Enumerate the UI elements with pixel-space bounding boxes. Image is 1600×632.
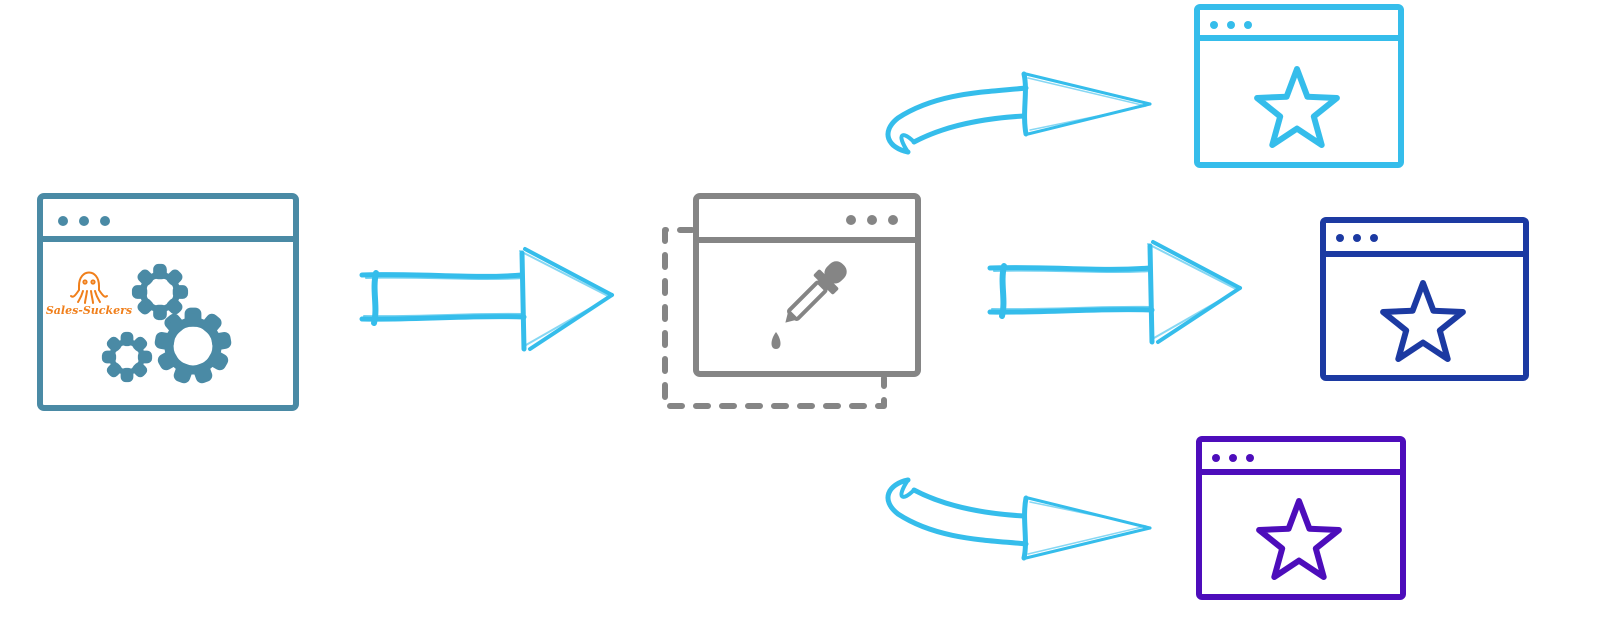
- star-icon: [1256, 498, 1342, 580]
- arrow-picker-to-purple: [885, 477, 1152, 561]
- logo-caption: Sales-Suckers: [46, 304, 132, 317]
- gear-icon: [101, 331, 153, 383]
- eyedropper-drop-icon: [771, 332, 781, 349]
- output-window-dark-blue: [1320, 217, 1529, 381]
- octopus-icon: [70, 271, 108, 304]
- eyedropper-icon: [785, 261, 847, 323]
- star-icon: [1254, 66, 1340, 148]
- source-window: Sales-Suckers: [37, 193, 299, 411]
- arrow-source-to-picker: [359, 247, 614, 352]
- arrow-picker-to-dark-blue: [987, 240, 1242, 345]
- picker-window-frame: [693, 193, 921, 377]
- picker-window-dots-icon: [846, 215, 898, 225]
- gear-icon: [131, 263, 189, 321]
- output-window-purple: [1196, 436, 1406, 600]
- arrow-picker-to-light-blue: [885, 71, 1152, 155]
- source-window-frame: [37, 193, 299, 411]
- color-picker-window: [662, 193, 921, 409]
- gear-icon: [154, 307, 232, 384]
- source-window-dots-icon: [58, 216, 110, 226]
- star-icon: [1380, 280, 1466, 362]
- output-window-light-blue: [1194, 4, 1404, 168]
